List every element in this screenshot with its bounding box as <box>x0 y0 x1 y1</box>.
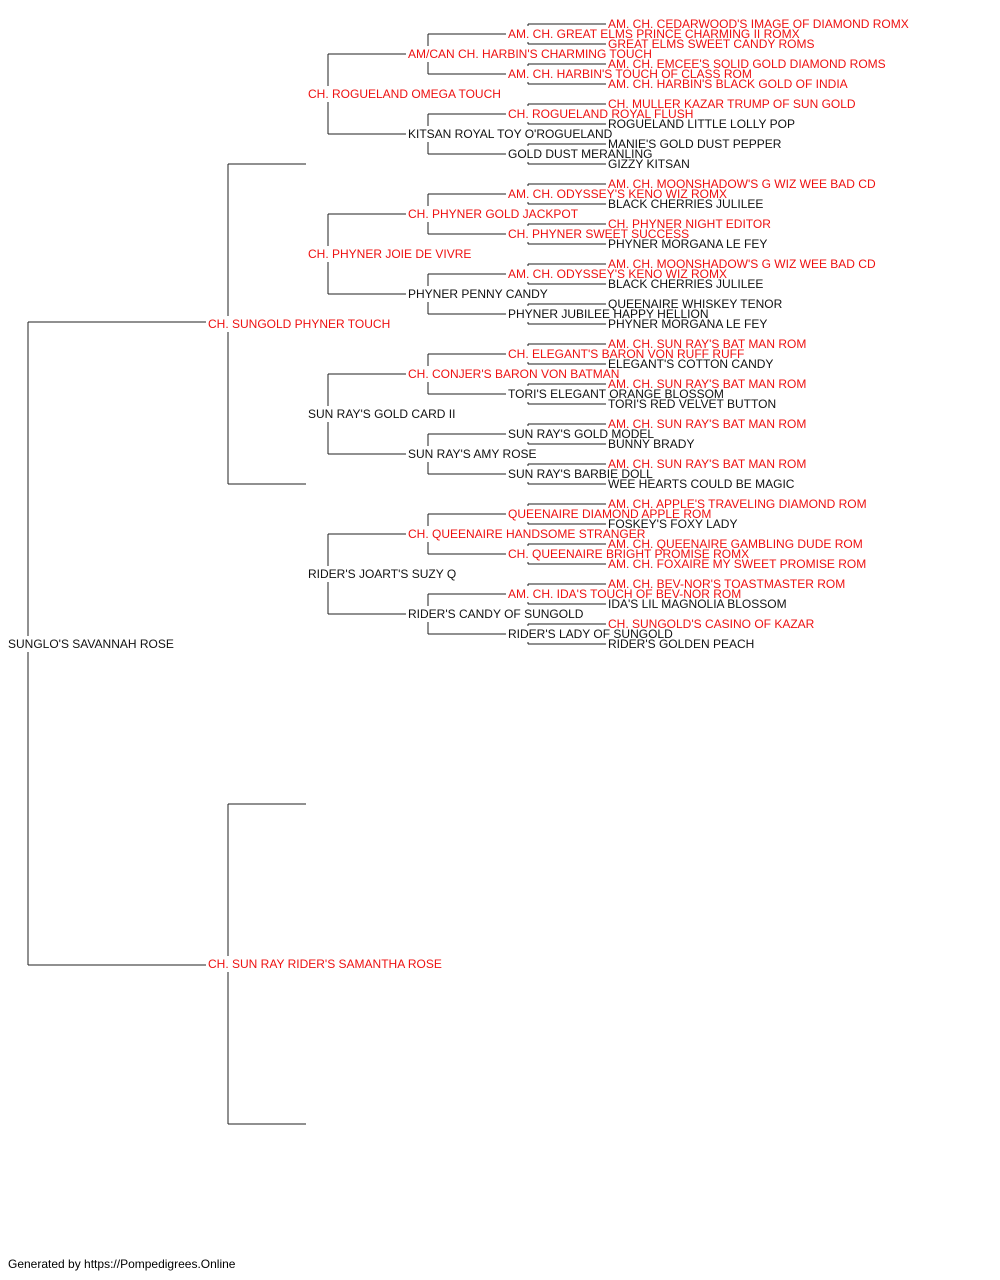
pedigree-name-dam-gen5: AM. CH. HARBIN'S BLACK GOLD OF INDIA <box>608 77 848 91</box>
pedigree-name-dam-gen5: PHYNER MORGANA LE FEY <box>608 237 767 251</box>
pedigree-name-dam-gen5: GIZZY KITSAN <box>608 157 690 171</box>
pedigree-name-dam-gen1: CH. SUN RAY RIDER'S SAMANTHA ROSE <box>208 957 442 971</box>
pedigree-name-dam-gen4: CH. PHYNER SWEET SUCCESS <box>508 227 689 241</box>
pedigree-name-sire-gen5: AM. CH. SUN RAY'S BAT MAN ROM <box>608 417 806 431</box>
pedigree-name-dam-gen5: BUNNY BRADY <box>608 437 694 451</box>
pedigree-name-dam-gen3: PHYNER PENNY CANDY <box>408 287 548 301</box>
pedigree-name-sire-gen1: CH. SUNGOLD PHYNER TOUCH <box>208 317 390 331</box>
pedigree-name-sire-gen5: AM. CH. SUN RAY'S BAT MAN ROM <box>608 337 806 351</box>
pedigree-name-dam-gen4: GOLD DUST MERANLING <box>508 147 652 161</box>
pedigree-name-dam-gen4: CH. QUEENAIRE BRIGHT PROMISE ROMX <box>508 547 749 561</box>
pedigree-name-dam-gen5: ROGUELAND LITTLE LOLLY POP <box>608 117 795 131</box>
pedigree-name-dam-gen5: IDA'S LIL MAGNOLIA BLOSSOM <box>608 597 787 611</box>
pedigree-name-sire-gen5: AM. CH. SUN RAY'S BAT MAN ROM <box>608 457 806 471</box>
pedigree-name-sire-gen4: AM. CH. ODYSSEY'S KENO WIZ ROMX <box>508 267 727 281</box>
pedigree-name-dam-gen4: RIDER'S LADY OF SUNGOLD <box>508 627 673 641</box>
pedigree-name-dam-gen4: SUN RAY'S BARBIE DOLL <box>508 467 653 481</box>
pedigree-name-dam-gen4: TORI'S ELEGANT ORANGE BLOSSOM <box>508 387 724 401</box>
pedigree-name-sire-gen4: CH. ROGUELAND ROYAL FLUSH <box>508 107 693 121</box>
pedigree-name-sire-gen3: CH. CONJER'S BARON VON BATMAN <box>408 367 619 381</box>
pedigree-name-dam-gen5: BLACK CHERRIES JULILEE <box>608 197 763 211</box>
pedigree-name-sire-gen5: AM. CH. BEV-NOR'S TOASTMASTER ROM <box>608 577 845 591</box>
footer-credit: Generated by https://Pompedigrees.Online <box>8 1257 236 1271</box>
pedigree-name-dam-gen5: RIDER'S GOLDEN PEACH <box>608 637 754 651</box>
pedigree-name-dam-gen5: PHYNER MORGANA LE FEY <box>608 317 767 331</box>
pedigree-name-sire-gen4: CH. ELEGANT'S BARON VON RUFF RUFF <box>508 347 744 361</box>
pedigree-name-sire-gen5: AM. CH. SUN RAY'S BAT MAN ROM <box>608 377 806 391</box>
pedigree-name-dam-gen5: ELEGANT'S COTTON CANDY <box>608 357 773 371</box>
pedigree-name-dam-gen5: FOSKEY'S FOXY LADY <box>608 517 737 531</box>
pedigree-name-sire-gen2: CH. ROGUELAND OMEGA TOUCH <box>308 87 501 101</box>
pedigree-name-sire-gen5: AM. CH. APPLE'S TRAVELING DIAMOND ROM <box>608 497 867 511</box>
pedigree-name-dam-gen3: KITSAN ROYAL TOY O'ROGUELAND <box>408 127 613 141</box>
pedigree-name-sire-gen5: QUEENAIRE WHISKEY TENOR <box>608 297 783 311</box>
pedigree-name-sire-gen3: CH. PHYNER GOLD JACKPOT <box>408 207 579 221</box>
pedigree-name-sire-gen3: CH. QUEENAIRE HANDSOME STRANGER <box>408 527 646 541</box>
pedigree-name-sire-gen4: AM. CH. ODYSSEY'S KENO WIZ ROMX <box>508 187 727 201</box>
pedigree-name-dam-gen3: SUN RAY'S AMY ROSE <box>408 447 537 461</box>
pedigree-name-sire-gen4: SUN RAY'S GOLD MODEL <box>508 427 654 441</box>
pedigree-name-dam-gen3: RIDER'S CANDY OF SUNGOLD <box>408 607 584 621</box>
pedigree-name-sire-gen5: AM. CH. QUEENAIRE GAMBLING DUDE ROM <box>608 537 863 551</box>
pedigree-name-sire-gen5: AM. CH. MOONSHADOW'S G WIZ WEE BAD CD <box>608 177 876 191</box>
pedigree-name-dam-gen2: RIDER'S JOART'S SUZY Q <box>308 567 456 581</box>
pedigree-name-subject-gen0: SUNGLO'S SAVANNAH ROSE <box>8 637 174 651</box>
pedigree-name-sire-gen2: SUN RAY'S GOLD CARD II <box>308 407 455 421</box>
pedigree-name-dam-gen4: PHYNER JUBILEE HAPPY HELLION <box>508 307 709 321</box>
pedigree-name-dam-gen2: CH. PHYNER JOIE DE VIVRE <box>308 247 471 261</box>
pedigree-name-dam-gen5: TORI'S RED VELVET BUTTON <box>608 397 776 411</box>
pedigree-name-sire-gen5: AM. CH. EMCEE'S SOLID GOLD DIAMOND ROMS <box>608 57 886 71</box>
pedigree-name-dam-gen5: GREAT ELMS SWEET CANDY ROMS <box>608 37 814 51</box>
pedigree-name-sire-gen5: CH. MULLER KAZAR TRUMP OF SUN GOLD <box>608 97 856 111</box>
pedigree-name-sire-gen4: AM. CH. IDA'S TOUCH OF BEV-NOR ROM <box>508 587 741 601</box>
pedigree-name-sire-gen3: AM/CAN CH. HARBIN'S CHARMING TOUCH <box>408 47 652 61</box>
pedigree-name-dam-gen5: BLACK CHERRIES JULILEE <box>608 277 763 291</box>
pedigree-name-dam-gen5: AM. CH. FOXAIRE MY SWEET PROMISE ROM <box>608 557 866 571</box>
pedigree-name-dam-gen5: WEE HEARTS COULD BE MAGIC <box>608 477 795 491</box>
pedigree-name-dam-gen4: AM. CH. HARBIN'S TOUCH OF CLASS ROM <box>508 67 752 81</box>
pedigree-name-sire-gen4: AM. CH. GREAT ELMS PRINCE CHARMING II RO… <box>508 27 800 41</box>
pedigree-name-sire-gen4: QUEENAIRE DIAMOND APPLE ROM <box>508 507 711 521</box>
pedigree-name-sire-gen5: CH. PHYNER NIGHT EDITOR <box>608 217 771 231</box>
pedigree-name-sire-gen5: MANIE'S GOLD DUST PEPPER <box>608 137 782 151</box>
pedigree-name-sire-gen5: CH. SUNGOLD'S CASINO OF KAZAR <box>608 617 815 631</box>
pedigree-name-sire-gen5: AM. CH. CEDARWOOD'S IMAGE OF DIAMOND ROM… <box>608 17 909 31</box>
pedigree-name-sire-gen5: AM. CH. MOONSHADOW'S G WIZ WEE BAD CD <box>608 257 876 271</box>
